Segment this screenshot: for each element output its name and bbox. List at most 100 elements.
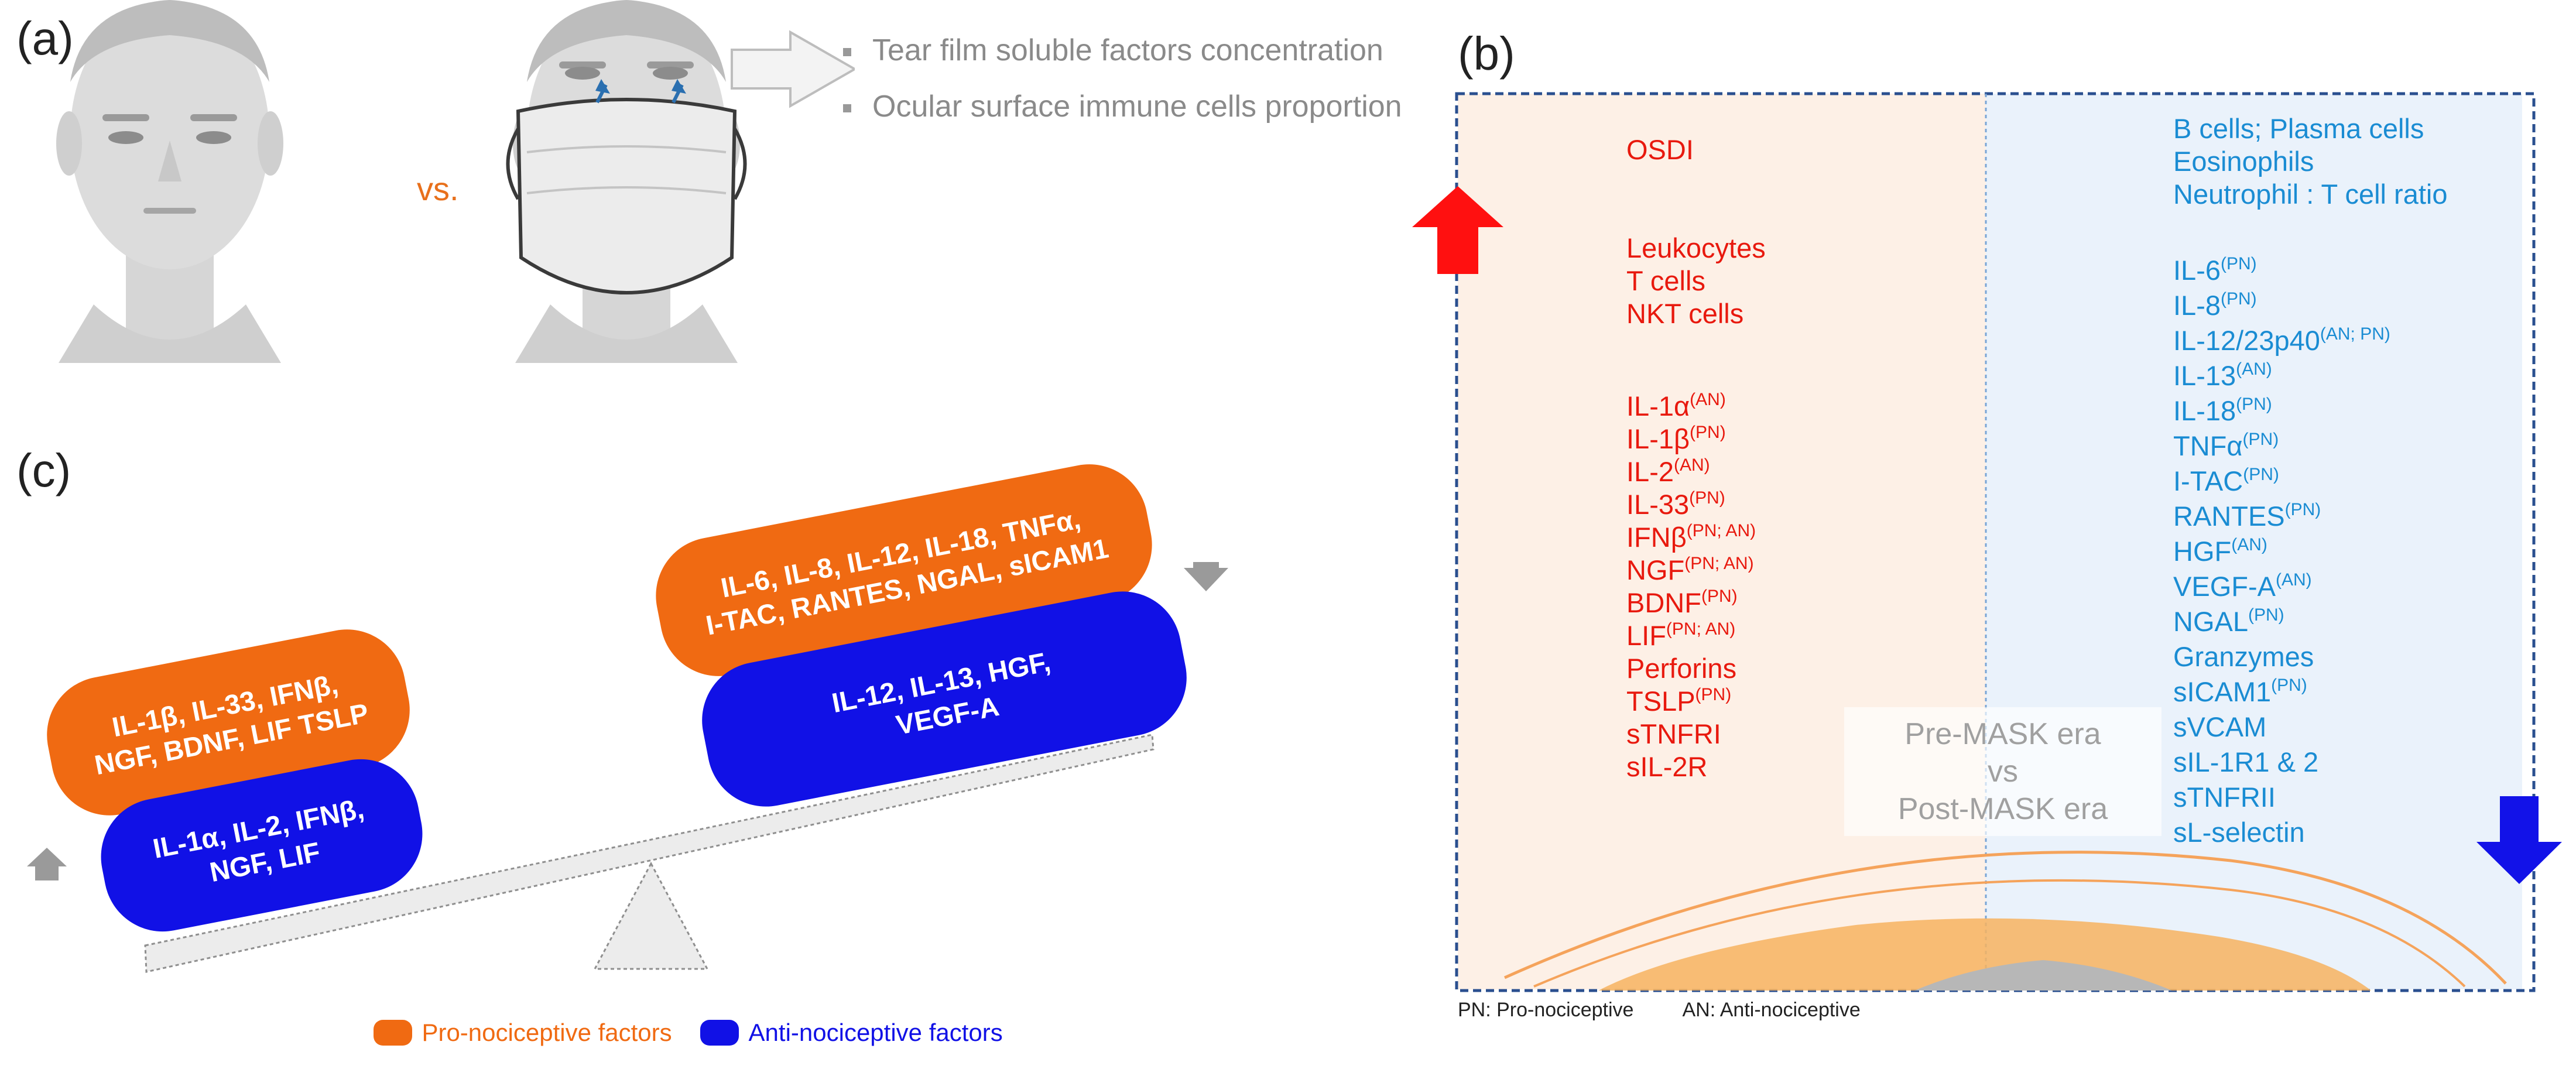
factor-annotation: (PN) — [1701, 587, 1738, 606]
versus-label: vs. — [417, 170, 459, 207]
decreased-factors: IL-6(PN)IL-8(PN)IL-12/23p40(AN; PN)IL-13… — [2173, 253, 2448, 850]
bullet-text: Ocular surface immune cells proportion — [872, 90, 1402, 124]
bullet-text: Tear film soluble factors concentration — [872, 33, 1383, 67]
factor-name: IL-1α — [1626, 390, 1690, 422]
factor-name: IL-12/23p40 — [2173, 325, 2320, 356]
factor-annotation: (AN) — [1674, 455, 1710, 475]
factor-row: IL-2(AN) — [1626, 455, 1766, 488]
factor-annotation: (PN; AN) — [1666, 619, 1736, 639]
factor-annotation: (PN) — [1689, 488, 1725, 508]
up-arrow-icon — [1412, 186, 1503, 274]
seesaw-illustration — [27, 562, 1228, 973]
legend-anti-swatch — [700, 1020, 739, 1046]
decreased-cell: Eosinophils — [2173, 146, 2314, 177]
factor-name: sIL-2R — [1626, 751, 1708, 782]
factor-annotation: (PN) — [2236, 395, 2272, 414]
factor-annotation: (AN) — [2231, 535, 2267, 554]
face-with-mask — [506, 0, 747, 363]
factor-name: RANTES — [2173, 501, 2285, 532]
factor-annotation: (AN) — [2236, 359, 2272, 379]
factor-row: RANTES(PN) — [2173, 499, 2448, 534]
bullet-immune-cells: Ocular surface immune cells proportion — [843, 89, 1402, 124]
factor-name: sICAM1 — [2173, 676, 2272, 707]
factor-row: IL-13(AN) — [2173, 358, 2448, 393]
factor-annotation: (PN) — [2248, 605, 2284, 625]
factor-annotation: (AN) — [1690, 390, 1726, 409]
legend-pro-swatch — [374, 1020, 412, 1046]
factor-name: LIF — [1626, 620, 1666, 651]
factor-annotation: (PN) — [1690, 423, 1726, 442]
bullet-square-icon — [843, 48, 851, 57]
factor-name: NGF — [1626, 554, 1685, 585]
factor-row: IL-12/23p40(AN; PN) — [2173, 323, 2448, 358]
comparison-line: Post-MASK era — [1897, 792, 2108, 826]
factor-annotation: (PN) — [2242, 430, 2279, 449]
factor-name: IL-8 — [2173, 290, 2221, 321]
factor-name: IL-6 — [2173, 255, 2221, 286]
factor-annotation: (PN) — [2243, 465, 2279, 484]
panel-b-left-background — [1458, 94, 1986, 989]
factor-row: IL-8(PN) — [2173, 288, 2448, 323]
factor-row: IFNβ(PN; AN) — [1626, 521, 1766, 554]
factor-name: sVCAM — [2173, 711, 2267, 742]
decreased-cell: B cells; Plasma cells — [2173, 113, 2424, 144]
faces-illustration — [56, 0, 855, 363]
abbreviation-footnote: PN: Pro-nociceptive AN: Anti-nociceptive — [1458, 999, 1861, 1022]
bullet-tear-film: Tear film soluble factors concentration — [843, 33, 1383, 68]
factor-row: TSLP(PN) — [1626, 685, 1766, 718]
footnote-an: AN: Anti-nociceptive — [1682, 999, 1861, 1021]
increased-list: OSDI Leukocytes T cells NKT cells IL-1α(… — [1626, 133, 1766, 783]
panel-b-label: (b) — [1458, 28, 1515, 80]
factor-annotation: (PN) — [1695, 685, 1732, 704]
factor-annotation: (AN) — [2275, 570, 2312, 590]
factor-row: LIF(PN; AN) — [1626, 619, 1766, 652]
factor-row: BDNF(PN) — [1626, 587, 1766, 619]
panel-b-frame-and-eye — [1455, 92, 2536, 992]
factor-annotation: (PN; AN) — [1686, 521, 1756, 540]
factor-row: sICAM1(PN) — [2173, 674, 2448, 710]
factor-name: VEGF-A — [2173, 571, 2276, 602]
factor-name: IL-18 — [2173, 395, 2236, 426]
factor-annotation: (AN; PN) — [2320, 324, 2390, 344]
small-down-arrow-icon — [1184, 562, 1228, 591]
factor-row: NGF(PN; AN) — [1626, 554, 1766, 587]
factor-name: Granzymes — [2173, 641, 2314, 672]
factor-name: IL-2 — [1626, 456, 1674, 487]
factor-row: IL-1α(AN) — [1626, 390, 1766, 423]
factor-name: sIL-1R1 & 2 — [2173, 746, 2319, 777]
factor-name: IL-1β — [1626, 423, 1690, 454]
decreased-cell: Neutrophil : T cell ratio — [2173, 179, 2448, 210]
factor-name: IL-13 — [2173, 360, 2236, 391]
bullet-square-icon — [843, 104, 851, 113]
factor-row: HGF(AN) — [2173, 534, 2448, 569]
factor-annotation: (PN) — [2284, 500, 2321, 519]
factor-annotation: (PN) — [2271, 676, 2307, 695]
factor-row: Granzymes — [2173, 639, 2448, 674]
factor-name: sL-selectin — [2173, 817, 2305, 848]
factor-name: I-TAC — [2173, 465, 2243, 496]
factor-row: sL-selectin — [2173, 815, 2448, 850]
factor-annotation: (PN) — [2221, 289, 2257, 309]
factor-row: IL-1β(PN) — [1626, 423, 1766, 455]
factor-row: sVCAM — [2173, 710, 2448, 745]
legend: Pro-nociceptive factors Anti-nociceptive… — [374, 1019, 1003, 1047]
legend-pro-label: Pro-nociceptive factors — [422, 1019, 672, 1046]
decreased-list: B cells; Plasma cells Eosinophils Neutro… — [2173, 112, 2448, 850]
factor-row: sIL-1R1 & 2 — [2173, 745, 2448, 780]
factor-row: IL-18(PN) — [2173, 393, 2448, 429]
factor-name: IFNβ — [1626, 522, 1687, 553]
right-arrow-icon — [731, 30, 855, 108]
factor-row: Perforins — [1626, 652, 1766, 685]
factor-annotation: (PN; AN) — [1684, 554, 1754, 573]
factor-name: NGAL — [2173, 606, 2248, 637]
face-without-mask — [56, 0, 283, 363]
increased-cell: Leukocytes — [1626, 232, 1766, 263]
factor-name: HGF — [2173, 536, 2232, 567]
factor-name: BDNF — [1626, 587, 1701, 618]
increased-score: OSDI — [1626, 134, 1694, 165]
increased-cell: T cells — [1626, 265, 1705, 296]
increased-cell: NKT cells — [1626, 298, 1744, 329]
factor-name: sTNFRI — [1626, 718, 1721, 749]
factor-name: sTNFRII — [2173, 782, 2276, 813]
factor-row: VEGF-A(AN) — [2173, 569, 2448, 604]
